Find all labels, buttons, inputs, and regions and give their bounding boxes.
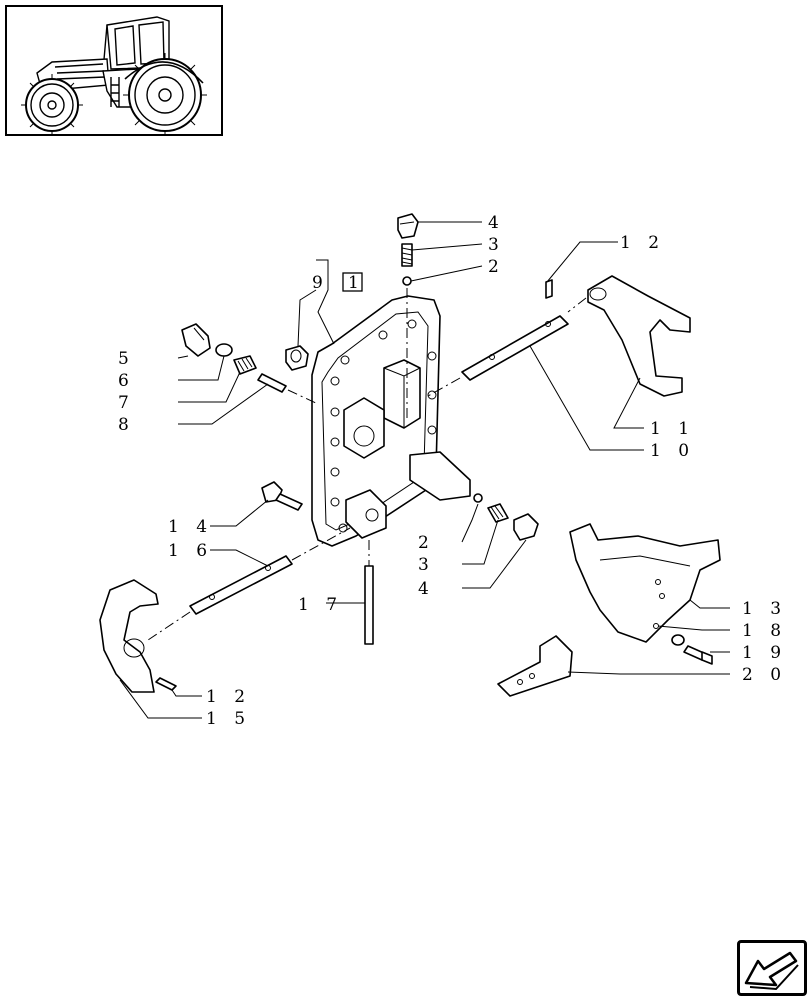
callout-16: 1 6: [168, 541, 213, 561]
callout-3-top: 3: [488, 235, 505, 255]
roll-pin-lower: [155, 677, 177, 691]
fork-lower: [99, 579, 159, 693]
spring-lower: [487, 503, 509, 523]
callout-13: 1 3: [742, 599, 787, 619]
fork-upper: [587, 275, 691, 397]
callout-10: 1 0: [650, 441, 695, 461]
bolt: [261, 481, 303, 511]
callout-9: 9: [312, 273, 329, 293]
spring-top: [401, 243, 413, 267]
callout-4-top: 4: [488, 213, 505, 233]
roll-pin-upper: [545, 279, 553, 299]
callout-11: 1 1: [650, 419, 695, 439]
callout-5: 5: [118, 349, 135, 369]
ball-top: [402, 276, 412, 286]
spring-left: [233, 355, 257, 375]
lower-shaft: [189, 555, 293, 615]
callout-18: 1 8: [742, 621, 787, 641]
screw-bracket: [683, 645, 713, 665]
callout-12-lower: 1 2: [206, 687, 251, 707]
cover-plate: [311, 295, 471, 547]
callout-6: 6: [118, 371, 135, 391]
washer-left: [215, 343, 233, 357]
callout-19: 1 9: [742, 643, 787, 663]
tractor-thumbnail: [5, 5, 223, 136]
bracket: [569, 523, 721, 643]
pin-left: [257, 373, 287, 393]
long-pin: [364, 565, 374, 645]
reference-box: [342, 272, 363, 292]
callout-14: 1 4: [168, 517, 213, 537]
ball-lower: [473, 493, 483, 503]
callout-12-top: 1 2: [620, 233, 665, 253]
plug-left: [181, 323, 211, 357]
leader-lines: [119, 221, 730, 719]
callout-20: 2 0: [742, 665, 787, 685]
callout-15: 1 5: [206, 709, 251, 729]
next-page-button[interactable]: [737, 940, 807, 996]
callout-3-lower: 3: [418, 555, 435, 575]
callout-2-top: 2: [488, 257, 505, 277]
callout-2-lower: 2: [418, 533, 435, 553]
clip-20: [497, 635, 573, 697]
tractor-icon: [21, 16, 207, 136]
callout-17: 1 7: [298, 595, 343, 615]
upper-shaft: [461, 315, 569, 381]
plug-lower: [513, 513, 539, 541]
washer-bracket: [671, 634, 685, 646]
callout-4-lower: 4: [418, 579, 435, 599]
bushing: [285, 345, 309, 371]
callout-labels: 4 3 2 1 2 9 1 5 6 7 8 1 1 1 0 1 4 1 6 2 …: [118, 213, 787, 729]
callout-7: 7: [118, 393, 135, 413]
plug-top: [397, 213, 419, 239]
callout-8: 8: [118, 415, 135, 435]
next-page-arrow-icon: [744, 951, 799, 991]
callout-1-boxed: 1: [348, 273, 365, 293]
